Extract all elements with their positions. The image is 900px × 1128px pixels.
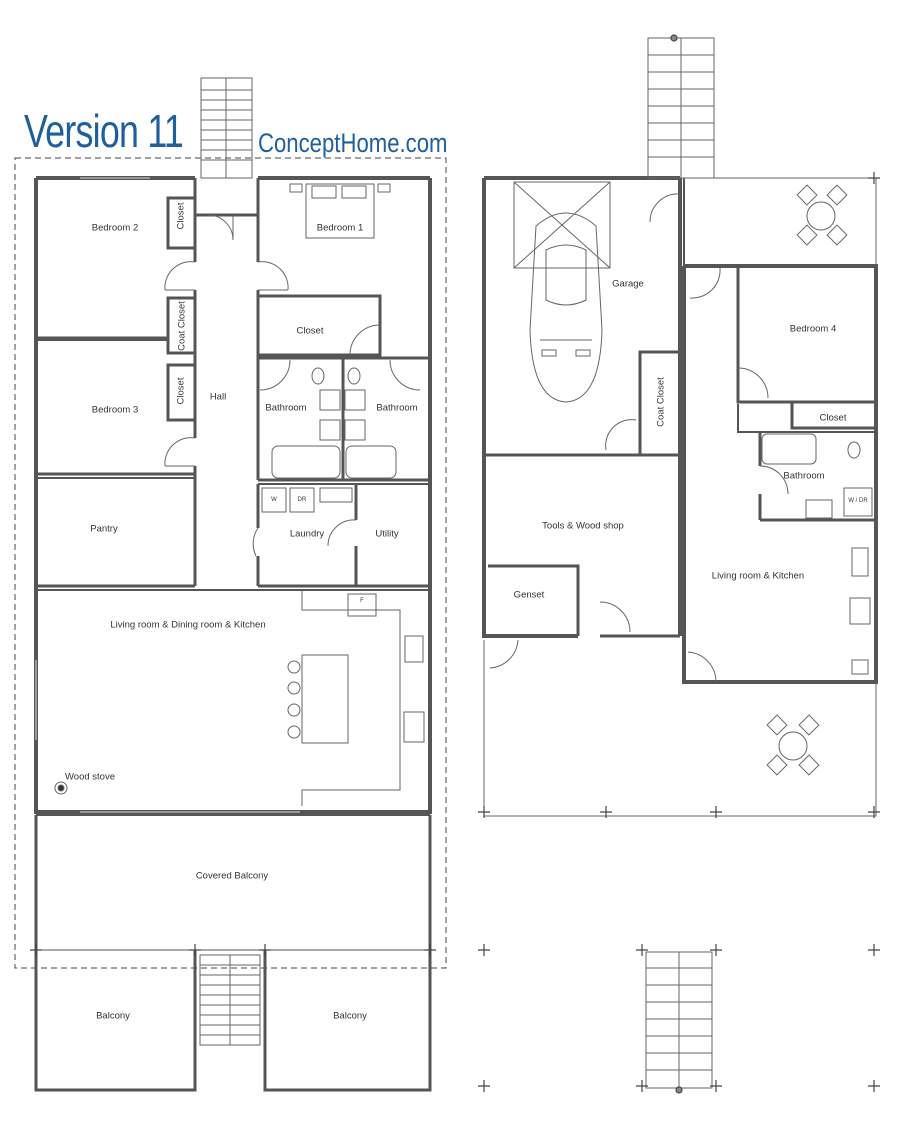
room-garage: Garage: [612, 278, 644, 290]
lower-floor-walls: [482, 176, 878, 684]
room-closet-bed2: Closet: [175, 202, 187, 230]
room-bedroom-4: Bedroom 4: [789, 323, 837, 335]
room-tools-wood-shop: Tools & Wood shop: [542, 520, 624, 532]
brand-title: ConceptHome.com: [258, 128, 448, 158]
fixture-washer-dryer: W / DR: [848, 498, 868, 504]
posts: [30, 34, 880, 1094]
room-closet-lower: Closet: [819, 412, 847, 424]
room-living-dining-kitchen: Living room & Dining room & Kitchen: [110, 619, 266, 631]
room-hall: Hall: [209, 391, 227, 403]
room-coat-closet: Coat Closet: [176, 301, 188, 351]
fixture-fridge: F: [360, 598, 364, 604]
main-floor-walls: [34, 176, 432, 814]
room-covered-balcony: Covered Balcony: [195, 870, 269, 882]
balcony-stairs: [199, 954, 261, 1046]
room-bathroom-left: Bathroom: [265, 402, 307, 414]
room-genset: Genset: [513, 589, 545, 601]
room-balcony-right: Balcony: [333, 1010, 367, 1022]
property-boundary-dashed: [14, 157, 447, 969]
room-balcony-left: Balcony: [96, 1010, 130, 1022]
room-bedroom-1: Bedroom 1: [316, 222, 364, 234]
room-closet-main: Closet: [296, 325, 324, 337]
room-bathroom-right: Bathroom: [376, 402, 418, 414]
room-bedroom-3: Bedroom 3: [91, 404, 139, 416]
fixture-washer: W: [271, 497, 277, 503]
room-pantry: Pantry: [90, 523, 118, 535]
room-coat-closet-lower: Coat Closet: [655, 377, 667, 427]
balconies: [34, 814, 432, 1092]
room-closet-bed3: Closet: [175, 377, 187, 405]
room-utility: Utility: [375, 528, 399, 540]
room-laundry: Laundry: [289, 528, 325, 540]
fixture-dryer: DR: [297, 497, 307, 503]
room-bathroom-lower: Bathroom: [783, 470, 825, 482]
version-title: Version 11: [24, 105, 184, 157]
label-wood-stove: Wood stove: [65, 771, 115, 783]
main-floor-details: [35, 77, 425, 813]
room-living-kitchen: Living room & Kitchen: [711, 570, 805, 582]
room-bedroom-2: Bedroom 2: [91, 222, 139, 234]
